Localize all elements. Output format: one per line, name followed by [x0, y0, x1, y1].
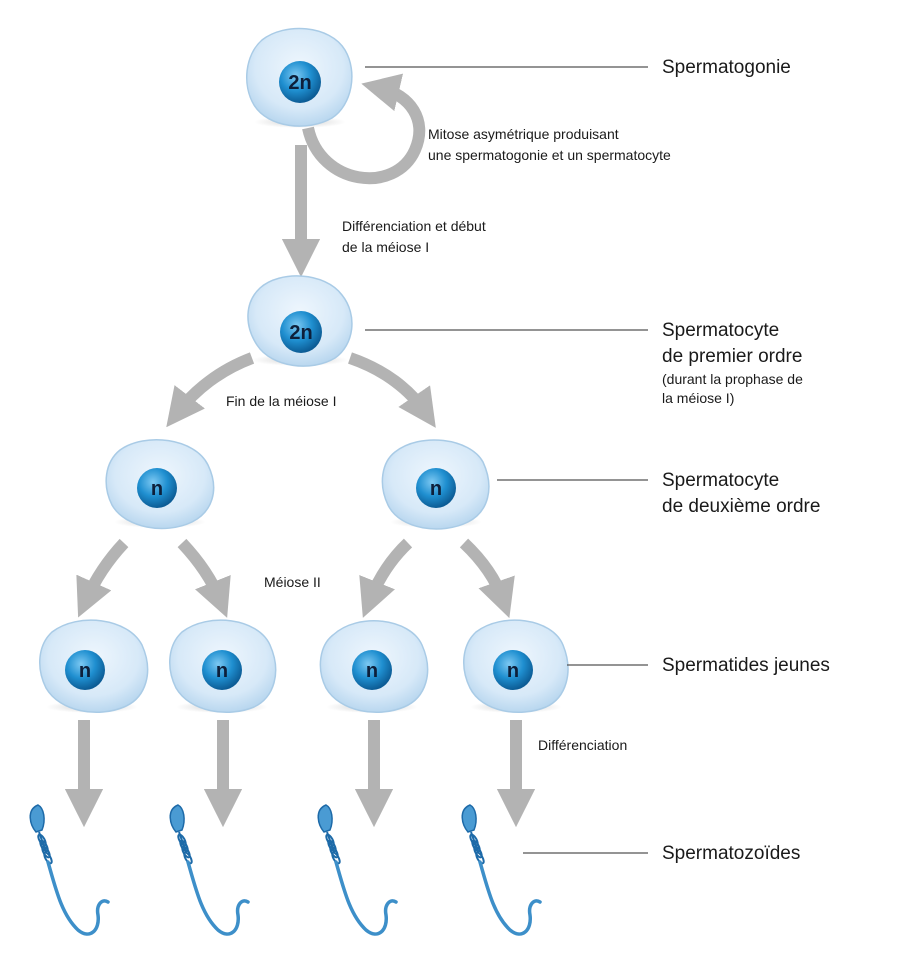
- nucleus-n: [202, 650, 242, 690]
- label-meiose2: Méiose II: [264, 574, 321, 590]
- nucleus-2n: [279, 61, 321, 103]
- label-mitose-line2: une spermatogonie et un spermatocyte: [428, 147, 671, 163]
- spermatid-cell-2: n: [169, 619, 277, 714]
- label-spermatocyte1-note-line1: (durant la prophase de: [662, 371, 803, 387]
- label-differenciation-meiose-line1: Différenciation et début: [342, 218, 486, 234]
- spermatid-cell-4: n: [463, 619, 569, 714]
- spermatozoon-1: [28, 803, 110, 936]
- meiosis2-arrow-3: [359, 538, 413, 618]
- nucleus-label: 2n: [288, 72, 311, 94]
- nucleus-n: [65, 650, 105, 690]
- spermatid-cell-3: n: [319, 620, 429, 714]
- nucleus-label: n: [507, 660, 519, 682]
- spermatozoon-4: [460, 803, 542, 936]
- mitosis-loop-arrow: [302, 73, 426, 185]
- meiosis1-right-arrow: [347, 352, 436, 428]
- nucleus-n: [352, 650, 392, 690]
- secondary-spermatocyte-cell-1: n: [105, 438, 215, 530]
- spermatozoon-3: [316, 803, 398, 936]
- label-spermatocyte1-line1: Spermatocyte: [662, 320, 779, 341]
- label-spermatocyte2-line2: de deuxième ordre: [662, 496, 820, 517]
- label-spermatozoides: Spermatozoïdes: [662, 843, 800, 864]
- leader-lines: [365, 66, 648, 854]
- secondary-spermatocyte-cell-2: n: [381, 439, 490, 530]
- label-fin-meiose1: Fin de la méiose I: [226, 393, 337, 409]
- meiosis2-arrow-4: [459, 538, 515, 619]
- label-spermatocyte1-note-line2: la méiose I): [662, 390, 734, 406]
- nucleus-label: n: [151, 478, 163, 500]
- meiosis2-arrow-1: [76, 538, 129, 618]
- nucleus-n: [137, 468, 177, 508]
- label-differenciation: Différenciation: [538, 737, 627, 753]
- nucleus-n: [416, 468, 456, 508]
- nucleus-label: n: [366, 660, 378, 682]
- nucleus-label: 2n: [289, 322, 312, 344]
- label-differenciation-meiose-line2: de la méiose I: [342, 239, 429, 255]
- label-spermatides: Spermatides jeunes: [662, 655, 830, 676]
- nucleus-label: n: [430, 478, 442, 500]
- label-spermatogonie: Spermatogonie: [662, 57, 791, 78]
- label-spermatocyte1-line2: de premier ordre: [662, 346, 802, 367]
- spermatogonia-cell: 2n: [246, 27, 353, 128]
- nucleus-n: [493, 650, 533, 690]
- label-spermatocyte2-line1: Spermatocyte: [662, 470, 779, 491]
- spermatid-cell-1: n: [39, 619, 149, 714]
- primary-spermatocyte-cell: 2n: [247, 275, 353, 367]
- meiosis1-left-arrow: [166, 352, 255, 428]
- label-mitose-line1: Mitose asymétrique produisant: [428, 126, 619, 142]
- spermatozoon-2: [168, 803, 250, 936]
- nucleus-label: n: [216, 660, 228, 682]
- arrows: [64, 73, 536, 828]
- nucleus-label: n: [79, 660, 91, 682]
- meiosis2-arrow-2: [177, 538, 231, 618]
- nucleus-2n: [280, 311, 322, 353]
